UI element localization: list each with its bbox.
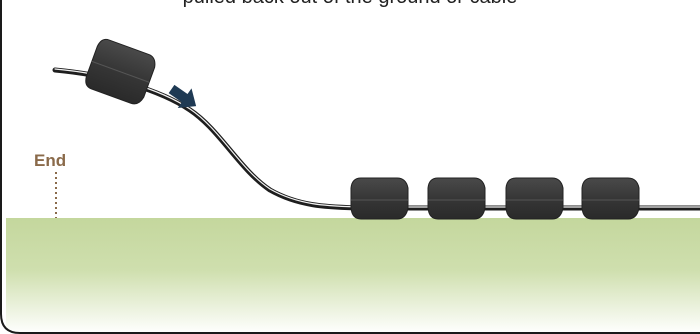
end-label: End (34, 151, 66, 170)
cable-weight-4 (582, 178, 639, 219)
cable-weight-1 (351, 178, 408, 219)
ground (6, 218, 700, 334)
cable-weight-2 (428, 178, 485, 219)
cable-weight-3 (506, 178, 563, 219)
cable-weight-lifted (83, 37, 158, 107)
